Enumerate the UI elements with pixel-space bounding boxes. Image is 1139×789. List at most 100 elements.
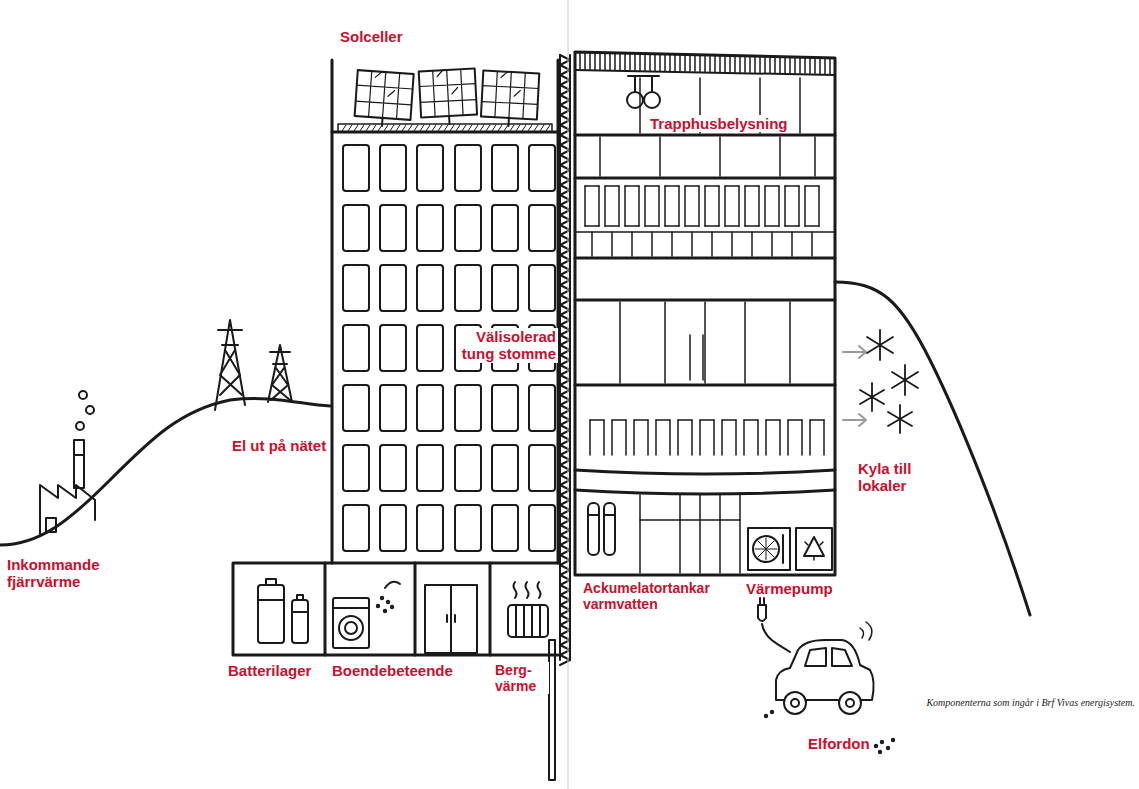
window: [380, 325, 406, 371]
facade-line: [721, 420, 723, 455]
facade-line: [664, 302, 666, 383]
part-label: Elfordon: [806, 735, 872, 752]
facade-line: [745, 185, 759, 187]
roof-hatch: [594, 53, 596, 69]
roof-hatch: [659, 55, 661, 71]
roof-hatch: [809, 58, 811, 73]
green-roof: [516, 125, 520, 131]
facade-line: [645, 185, 659, 187]
facade-line: [689, 335, 691, 380]
green-roof: [450, 125, 454, 131]
facade-line: [625, 420, 627, 455]
green-roof: [372, 125, 376, 131]
green-roof: [534, 125, 538, 131]
facade-line: [599, 137, 601, 176]
roof-hatch: [799, 58, 801, 73]
facade-line: [705, 225, 719, 227]
roof-hatch: [789, 58, 791, 73]
window: [380, 445, 406, 491]
facade-line: [711, 232, 713, 256]
facade-line: [619, 302, 621, 383]
facade-line: [805, 225, 819, 227]
facade-line: [584, 186, 586, 226]
roof-hatch: [754, 57, 756, 72]
facade-line: [719, 495, 721, 573]
facade-line: [745, 225, 759, 227]
green-roof: [510, 125, 514, 131]
window: [492, 205, 518, 251]
roof-hatch: [669, 55, 671, 71]
hill: [0, 399, 330, 545]
roof-hatch: [759, 57, 761, 72]
green-roof: [456, 125, 460, 131]
window: [492, 505, 518, 551]
facade-line: [625, 185, 639, 187]
facade-line: [698, 186, 700, 226]
window: [343, 445, 369, 491]
green-roof: [438, 125, 442, 131]
green-roof: [462, 125, 466, 131]
facade-line: [691, 232, 693, 256]
facade-line: [811, 232, 813, 256]
window: [380, 265, 406, 311]
facade-line: [677, 420, 679, 455]
facade-line: [788, 419, 802, 421]
window: [492, 445, 518, 491]
left-building: [332, 60, 558, 563]
facade-line: [685, 185, 699, 187]
roof-hatch: [794, 58, 796, 73]
part-label: Solceller: [338, 28, 405, 45]
facade-line: [678, 186, 680, 226]
roof-hatch: [804, 58, 806, 73]
facade-line: [809, 420, 811, 455]
facade-line: [771, 232, 773, 256]
roof-hatch: [769, 58, 771, 73]
facade-line: [739, 495, 741, 573]
facade-line: [590, 419, 604, 421]
roof-hatch: [624, 54, 626, 70]
window: [417, 385, 443, 431]
window: [343, 325, 369, 371]
green-roof: [540, 125, 544, 131]
facade-line: [778, 186, 780, 226]
facade-line: [765, 420, 767, 455]
facade-line: [818, 186, 820, 226]
facade-line: [678, 419, 692, 421]
facade-line: [611, 420, 613, 455]
green-roof: [492, 125, 496, 131]
roof-hatch: [739, 57, 741, 72]
facade-line: [644, 186, 646, 226]
window: [492, 145, 518, 191]
facade-line: [704, 186, 706, 226]
facade-line: [638, 186, 640, 226]
window: [343, 505, 369, 551]
green-roof: [408, 125, 412, 131]
roof-hatch: [744, 57, 746, 72]
roof-hatch: [784, 58, 786, 73]
green-roof: [504, 125, 508, 131]
green-roof: [390, 125, 394, 131]
roof-hatch: [609, 54, 611, 70]
facade-line: [704, 302, 706, 383]
facade-line: [779, 420, 781, 455]
facade-line: [787, 420, 789, 455]
facade-line: [647, 420, 649, 455]
window: [529, 445, 555, 491]
part-label: Trapphusbelysning: [648, 115, 790, 132]
green-roof: [474, 125, 478, 131]
facade-line: [810, 419, 824, 421]
facade-line: [605, 185, 619, 187]
facade-line: [699, 495, 701, 573]
window: [529, 205, 555, 251]
window: [417, 505, 443, 551]
green-roof: [342, 125, 346, 131]
facade-line: [784, 186, 786, 226]
part-label: Ackumelatortankar varmvatten: [581, 580, 737, 612]
facade-line: [718, 186, 720, 226]
window: [529, 385, 555, 431]
facade-line: [722, 419, 736, 421]
facade-line: [789, 302, 791, 383]
facade-line: [611, 232, 613, 256]
facade-line: [804, 186, 806, 226]
